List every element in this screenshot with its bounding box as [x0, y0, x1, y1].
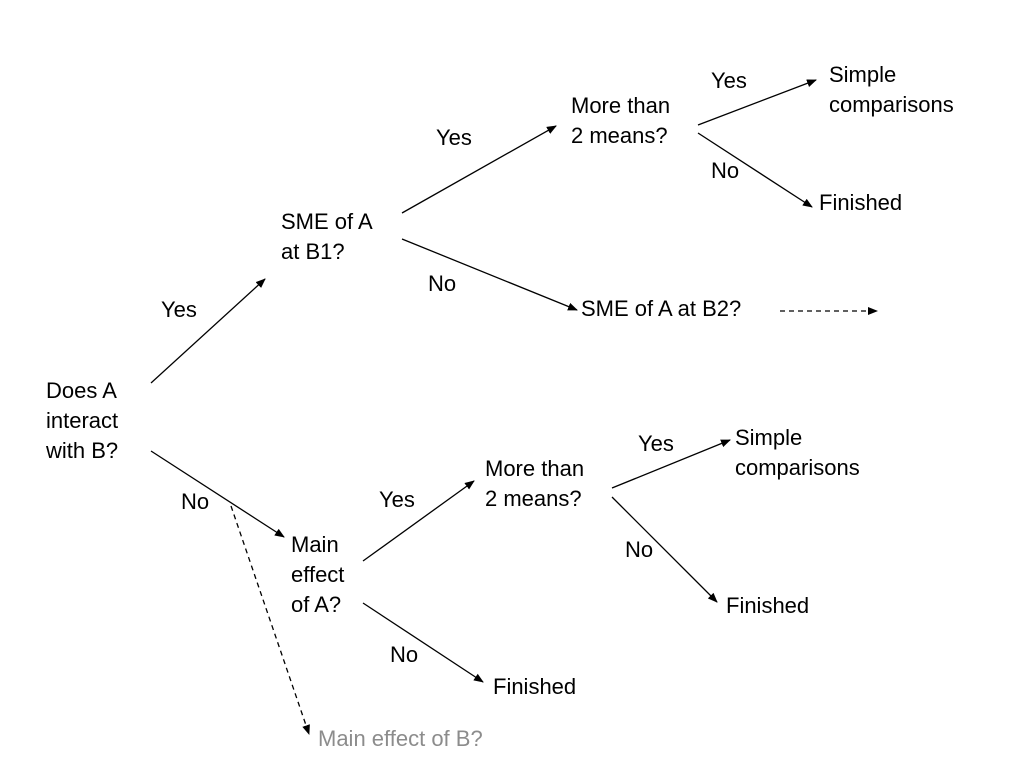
node-more-than-2-means-bottom: More than 2 means? [485, 454, 584, 514]
node-line: Finished [819, 190, 903, 215]
edge-label-interact-yes: Yes [161, 297, 197, 322]
node-line: Finished [493, 674, 577, 699]
edge-label-main-a-yes: Yes [379, 487, 415, 512]
edge-label-interact-no: No [181, 489, 210, 514]
edge-label-main-a-no: No [390, 642, 419, 667]
node-line: SME of A [281, 209, 373, 234]
node-line: Simple [829, 62, 897, 87]
edge-main-a-yes [362, 480, 475, 562]
node-main-effect-of-b: Main effect of B? [318, 724, 483, 754]
node-line: of A? [291, 592, 342, 617]
edge-sme-b1-no [401, 238, 578, 311]
node-simple-comparisons-top: Simple comparisons [829, 60, 954, 120]
node-line: Simple [735, 425, 803, 450]
edge-label-means-bottom-yes: Yes [638, 431, 674, 456]
node-line: Main effect of B? [318, 726, 483, 751]
node-line: interact [46, 408, 119, 433]
node-main-effect-of-a: Main effect of A? [291, 530, 344, 620]
node-does-a-interact-with-b: Does A interact with B? [46, 376, 118, 466]
node-simple-comparisons-bottom: Simple comparisons [735, 423, 860, 483]
edge-means-bottom-yes [611, 439, 731, 489]
node-line: 2 means? [485, 486, 582, 511]
edge-label-sme-b1-yes: Yes [436, 125, 472, 150]
edge-means-bottom-no [611, 496, 718, 603]
node-line: 2 means? [571, 123, 668, 148]
node-line: comparisons [829, 92, 954, 117]
node-line: Main [291, 532, 339, 557]
node-finished-top: Finished [819, 188, 902, 218]
node-line: More than [571, 93, 671, 118]
node-sme-of-a-at-b2: SME of A at B2? [581, 294, 741, 324]
node-finished-bottom: Finished [493, 672, 576, 702]
edge-label-means-top-yes: Yes [711, 68, 747, 93]
edge-main-effect-b-dashed [230, 505, 310, 735]
edge-label-means-top-no: No [711, 158, 740, 183]
edge-sme-b1-yes [401, 125, 557, 214]
node-line: at B1? [281, 239, 345, 264]
node-sme-of-a-at-b1: SME of A at B1? [281, 207, 373, 267]
edge-label-means-bottom-no: No [625, 537, 654, 562]
node-line: effect [291, 562, 345, 587]
node-line: Does A [46, 378, 117, 403]
node-finished-mid: Finished [726, 591, 809, 621]
node-line: SME of A at B2? [581, 296, 742, 321]
edge-means-top-yes [697, 79, 817, 126]
edge-main-a-no [362, 602, 484, 683]
edge-interact-no [150, 450, 285, 538]
node-line: More than [485, 456, 585, 481]
node-line: comparisons [735, 455, 860, 480]
node-line: Finished [726, 593, 810, 618]
edge-interact-yes [150, 278, 266, 384]
edge-label-sme-b1-no: No [428, 271, 457, 296]
node-more-than-2-means-top: More than 2 means? [571, 91, 670, 151]
node-line: with B? [46, 438, 119, 463]
edge-means-top-no [697, 132, 813, 208]
